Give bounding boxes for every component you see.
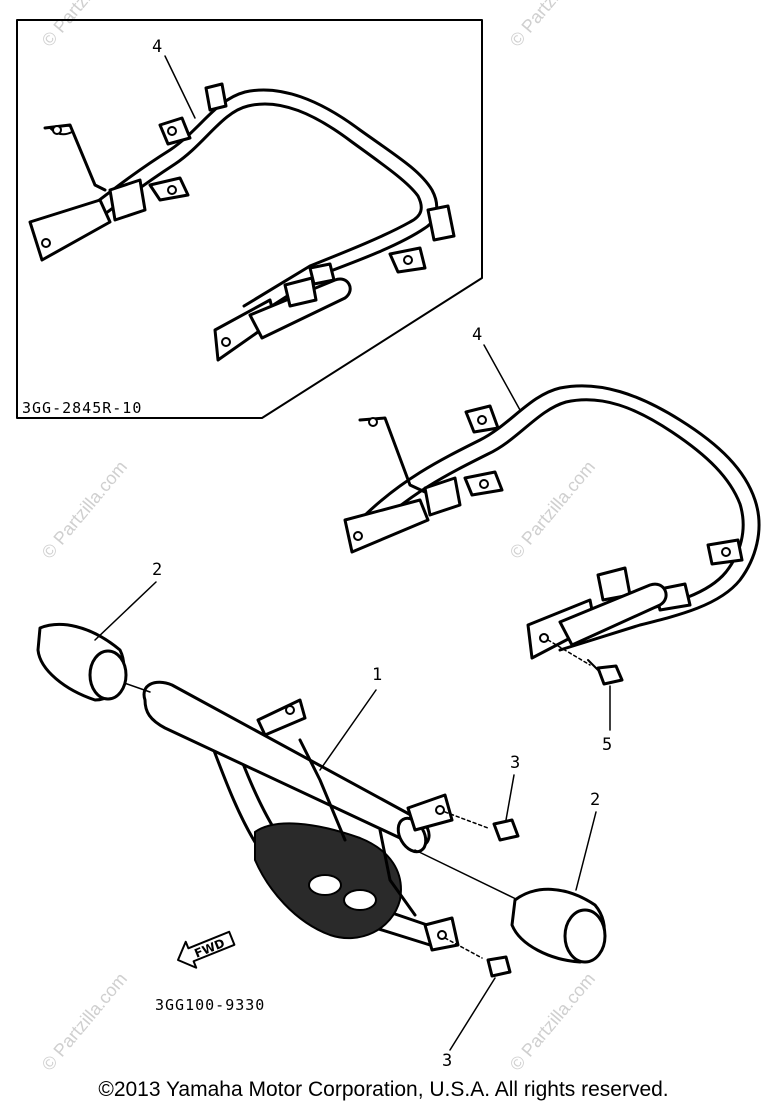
callout-4: 4	[472, 325, 482, 345]
end-cap-right	[510, 887, 607, 964]
callout-2-left: 2	[152, 560, 162, 580]
callout-1: 1	[372, 665, 382, 685]
bolt-3-top	[444, 811, 520, 842]
leader-line	[483, 344, 521, 411]
copyright-notice: ©2013 Yamaha Motor Corporation, U.S.A. A…	[98, 1078, 669, 1101]
leader-line	[505, 774, 515, 821]
leader-line	[449, 977, 496, 1051]
leader-line	[575, 811, 597, 891]
leader-line	[94, 581, 157, 641]
callout-2-right: 2	[590, 790, 600, 810]
inset-code: 3GG-2845R-10	[22, 399, 142, 417]
watermark: © Partzilla.com	[38, 0, 131, 51]
diagram-code: 3GG100-9330	[155, 996, 265, 1014]
watermark: © Partzilla.com	[38, 969, 131, 1075]
callout-3-bottom: 3	[442, 1051, 452, 1071]
watermark: © Partzilla.com	[38, 457, 131, 563]
front-bumper	[109, 677, 519, 952]
bolt-5	[547, 639, 624, 686]
watermark: © Partzilla.com	[506, 0, 599, 51]
inset-carrier-rack	[28, 82, 456, 362]
leader-line	[319, 689, 377, 771]
inset-panel: 4 3GG-2845R-10	[16, 19, 483, 419]
end-cap-left	[36, 623, 128, 702]
watermark: © Partzilla.com	[506, 969, 599, 1075]
watermark: © Partzilla.com	[506, 457, 599, 563]
forward-arrow-icon: FWD	[177, 930, 236, 969]
leader-line	[164, 55, 196, 119]
inset-callout-4: 4	[152, 37, 162, 57]
inset-border	[16, 19, 483, 419]
callout-3-top: 3	[510, 753, 520, 773]
bolt-3-bottom	[444, 937, 512, 978]
carrier-rack	[343, 384, 761, 660]
callout-5: 5	[602, 735, 612, 755]
